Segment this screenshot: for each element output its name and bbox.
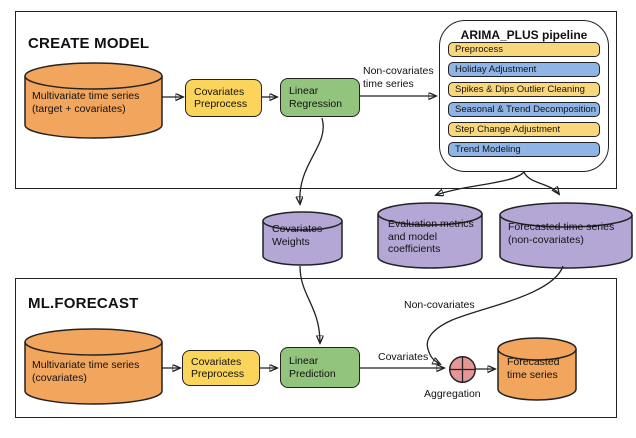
create-model-title: CREATE MODEL [28,35,150,52]
covariates-source-cylinder [24,328,163,405]
aggregation-label: Aggregation [424,388,481,400]
covariates-flow-label: Covariates [378,351,429,363]
evaluation-metrics-label: Evaluation metrics and model coefficient… [388,218,474,255]
covariates-preprocess-box: Covariates Preprocess [185,79,262,117]
pipeline-step-step-change: Step Change Adjustment [448,122,600,137]
arima-plus-pipeline-title: ARIMA_PLUS pipeline [460,28,588,42]
linear-regression-box: Linear Regression [280,78,360,117]
multivariate-source-label: Multivariate time series (target + covar… [32,90,140,115]
pipeline-step-seasonal-trend: Seasonal & Trend Decomposition [448,102,600,117]
pipeline-step-spikes-dips: Spikes & Dips Outlier Cleaning [448,82,600,97]
forecasted-noncov-label: Forecasted time series (non-covariates) [508,221,615,246]
noncovariates-timeseries-label: Non-covariates time series [363,65,434,90]
pipeline-steps: Preprocess Holiday Adjustment Spikes & D… [448,42,600,162]
multivariate-source-cylinder [24,62,163,139]
arima-plus-pipeline: ARIMA_PLUS pipeline Preprocess Holiday A… [439,20,609,172]
pipeline-step-trend-modeling: Trend Modeling [448,142,600,157]
covariates-source-label: Multivariate time series (covariates) [32,359,140,384]
covariates-preprocess2-box: Covariates Preprocess [182,350,260,386]
covariates-weights-cylinder [262,211,343,266]
noncovariates-flow-label: Non-covariates [404,299,475,311]
covariates-weights-label: Covariates Weights [272,223,323,248]
forecasted-output-label: Forecasted time series [507,356,560,381]
forecasted-noncov-cylinder [499,202,633,269]
pipeline-step-holiday-adjustment: Holiday Adjustment [448,62,600,77]
pipeline-step-preprocess: Preprocess [448,42,600,57]
evaluation-metrics-cylinder [377,202,483,269]
linear-prediction-box: Linear Prediction [280,347,360,388]
ml-forecast-title: ML.FORECAST [28,295,139,312]
aggregation-node [449,356,476,383]
